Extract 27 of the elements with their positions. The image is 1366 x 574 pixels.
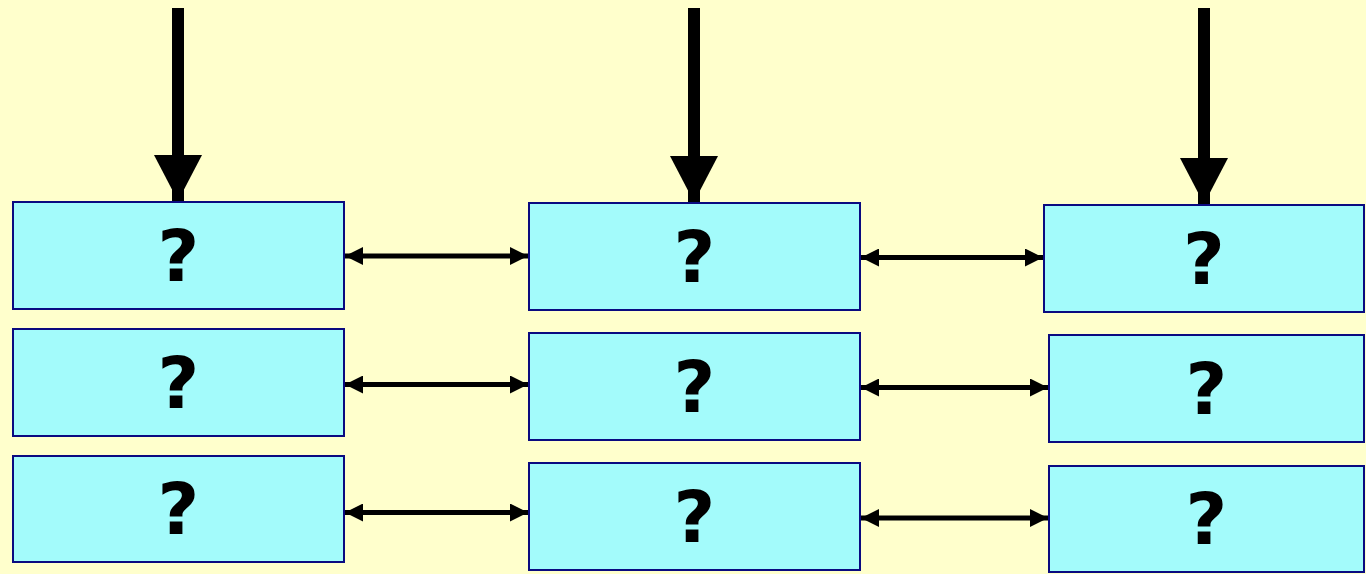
arrow xyxy=(861,378,1048,397)
process-box xyxy=(12,328,345,437)
question-mark: ? xyxy=(1183,222,1225,295)
question-mark: ? xyxy=(673,350,716,423)
arrow xyxy=(345,247,528,265)
question-mark: ? xyxy=(673,220,716,293)
process-box xyxy=(528,462,861,571)
process-box xyxy=(528,202,861,311)
process-box xyxy=(1043,204,1365,313)
arrow xyxy=(345,503,528,522)
question-mark: ? xyxy=(157,473,200,545)
question-mark: ? xyxy=(673,480,716,553)
arrow xyxy=(670,8,718,202)
question-mark: ? xyxy=(157,219,200,292)
process-box xyxy=(12,201,345,310)
arrow xyxy=(1180,8,1228,204)
process-box xyxy=(1048,334,1365,443)
arrow xyxy=(861,248,1043,267)
process-box xyxy=(12,455,345,563)
question-mark: ? xyxy=(157,346,200,419)
question-mark: ? xyxy=(1185,352,1228,425)
process-box xyxy=(1048,465,1365,573)
arrow xyxy=(154,8,202,201)
question-mark: ? xyxy=(1185,483,1228,555)
process-box xyxy=(528,332,861,441)
arrow xyxy=(345,375,528,394)
arrow xyxy=(861,509,1048,527)
